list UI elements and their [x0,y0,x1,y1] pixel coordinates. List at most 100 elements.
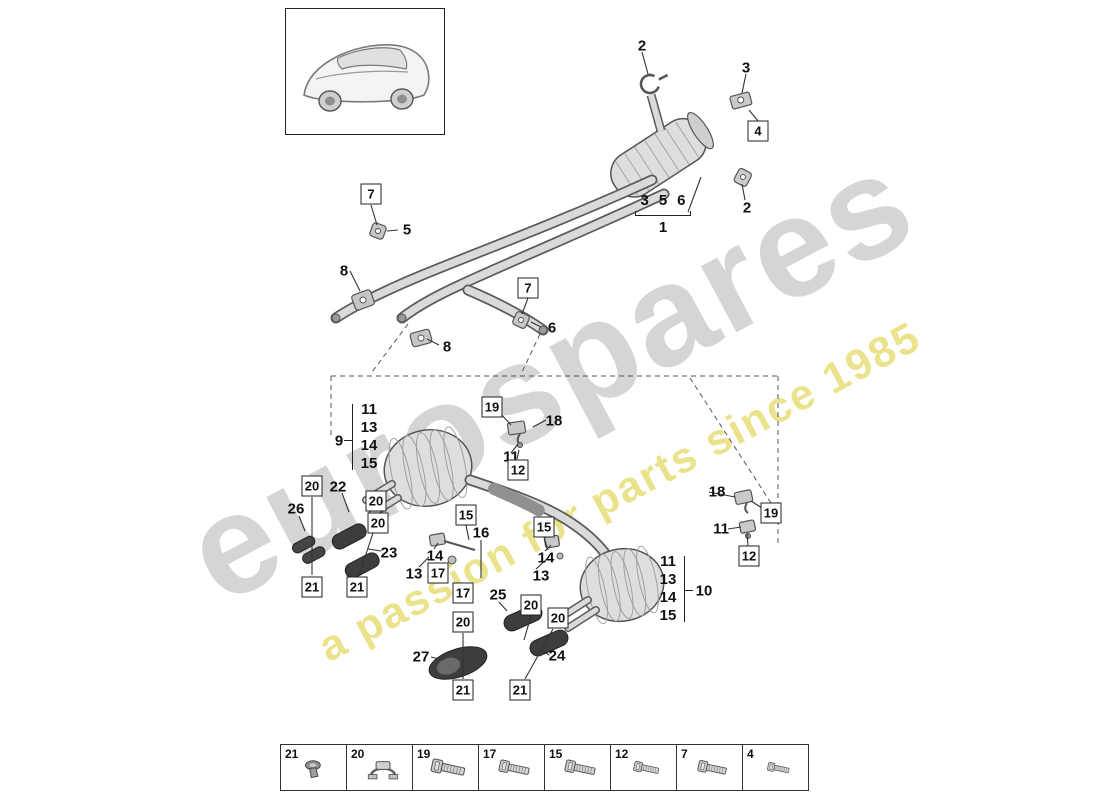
callout-box-20-a[interactable]: 20 [301,475,323,497]
callout-11-right[interactable]: 11 [713,520,729,538]
callout-24[interactable]: 24 [548,647,566,665]
tailpipe-trim-24 [529,629,569,657]
hex-bolt-icon [563,756,599,786]
hex-bolt-icon [632,758,662,784]
clamp-part-2-right [733,167,753,187]
left-stack-14[interactable]: 14 [360,437,378,454]
group-item-5[interactable]: 5 [658,192,668,209]
callout-8-lower[interactable]: 8 [442,338,452,356]
legend-number: 7 [681,747,688,761]
callout-box-20-f[interactable]: 20 [452,611,474,633]
hex-bolt-icon [696,757,730,786]
callout-8-upper[interactable]: 8 [339,262,349,280]
callout-box-20-b[interactable]: 20 [365,490,387,512]
left-stack-tick [344,440,352,441]
callout-18-right[interactable]: 18 [708,483,726,501]
group-item-6[interactable]: 6 [677,192,686,209]
callout-box-15-a[interactable]: 15 [455,504,477,526]
callout-9[interactable]: 9 [334,432,344,450]
clamp-part-6 [512,311,530,329]
assembly-group-label[interactable]: 3 5 6 1 [635,192,691,236]
legend-cell-19[interactable]: 19 [412,744,479,791]
left-stack-items[interactable]: 11 13 14 15 [357,401,381,473]
group-bracket [635,211,691,216]
callout-box-12-b[interactable]: 12 [738,545,760,567]
clamp-part-2-top [639,73,669,95]
legend-cell-17[interactable]: 17 [478,744,545,791]
callout-box-19-a[interactable]: 19 [481,396,503,418]
vehicle-inset-box [285,8,445,135]
callout-box-19-b[interactable]: 19 [760,502,782,524]
callout-23[interactable]: 23 [380,544,398,562]
left-stack-15[interactable]: 15 [360,455,378,472]
left-stack-13[interactable]: 13 [360,419,378,436]
callout-box-17-b[interactable]: 17 [452,582,474,604]
legend-cell-20[interactable]: 20 [346,744,413,791]
callout-26[interactable]: 26 [287,500,305,518]
bracket-part-8-lower [409,328,433,348]
hanger-mid-left [428,532,476,565]
tailpipe-trim-27 [428,646,488,680]
callout-box-21-d[interactable]: 21 [509,679,531,701]
right-stack-items[interactable]: 11 13 14 15 [656,553,680,625]
callout-13-right[interactable]: 13 [532,567,550,585]
callout-16[interactable]: 16 [472,524,490,542]
callout-18-top[interactable]: 18 [545,412,563,430]
legend-cell-4[interactable]: 4 [742,744,809,791]
callout-box-7-a[interactable]: 7 [360,183,382,205]
connecting-pipe [464,474,616,566]
dashed-construction-lines [330,323,779,546]
callout-13-left[interactable]: 13 [405,565,423,583]
callout-25[interactable]: 25 [489,586,507,604]
legend-cell-7[interactable]: 7 [676,744,743,791]
legend-number: 21 [285,747,299,761]
callout-box-15-b[interactable]: 15 [533,516,555,538]
hanger-part-18-right [733,489,757,539]
legend-cell-15[interactable]: 15 [544,744,611,791]
callout-2-right[interactable]: 2 [742,199,752,217]
push-clip-icon [299,756,335,787]
callout-box-20-c[interactable]: 20 [367,512,389,534]
callout-1[interactable]: 1 [658,219,668,236]
callout-box-21-a[interactable]: 21 [301,576,323,598]
callout-10[interactable]: 10 [695,582,713,600]
callout-box-20-e[interactable]: 20 [547,607,569,629]
callout-box-12-a[interactable]: 12 [507,459,529,481]
callout-box-20-d[interactable]: 20 [520,594,542,616]
rear-muffler-left [383,426,473,510]
right-stack-13[interactable]: 13 [659,571,677,588]
fastener-legend: 21 20 19 [280,744,809,791]
callout-14-right[interactable]: 14 [537,549,555,567]
callout-box-7-b[interactable]: 7 [517,277,539,299]
right-stack-14[interactable]: 14 [659,589,677,606]
callout-3[interactable]: 3 [741,59,751,77]
leader-lines [298,51,763,661]
group-item-3[interactable]: 3 [640,192,649,209]
legend-number: 15 [549,747,563,761]
callout-6[interactable]: 6 [547,319,557,337]
callout-14-left[interactable]: 14 [426,547,444,565]
front-muffler [610,93,714,198]
left-stack-11[interactable]: 11 [361,401,377,418]
legend-number: 12 [615,747,629,761]
tailpipe-trim-26 [291,535,326,564]
callout-27[interactable]: 27 [412,648,430,666]
right-stack-bracket [684,556,685,622]
right-stack-11[interactable]: 11 [660,553,676,570]
callout-22[interactable]: 22 [329,478,347,496]
callout-5[interactable]: 5 [402,221,412,239]
callout-box-17-a[interactable]: 17 [427,562,449,584]
hanger-part-18-top [506,420,527,448]
right-stack-15[interactable]: 15 [659,607,677,624]
legend-cell-21[interactable]: 21 [280,744,347,791]
clamp-bracket-icon [364,756,402,787]
callout-box-21-c[interactable]: 21 [452,679,474,701]
legend-number: 19 [417,747,431,761]
hex-bolt-icon [429,755,469,788]
callout-box-4[interactable]: 4 [747,120,769,142]
legend-cell-12[interactable]: 12 [610,744,677,791]
callout-2-top[interactable]: 2 [637,37,647,55]
callout-box-21-b[interactable]: 21 [346,576,368,598]
